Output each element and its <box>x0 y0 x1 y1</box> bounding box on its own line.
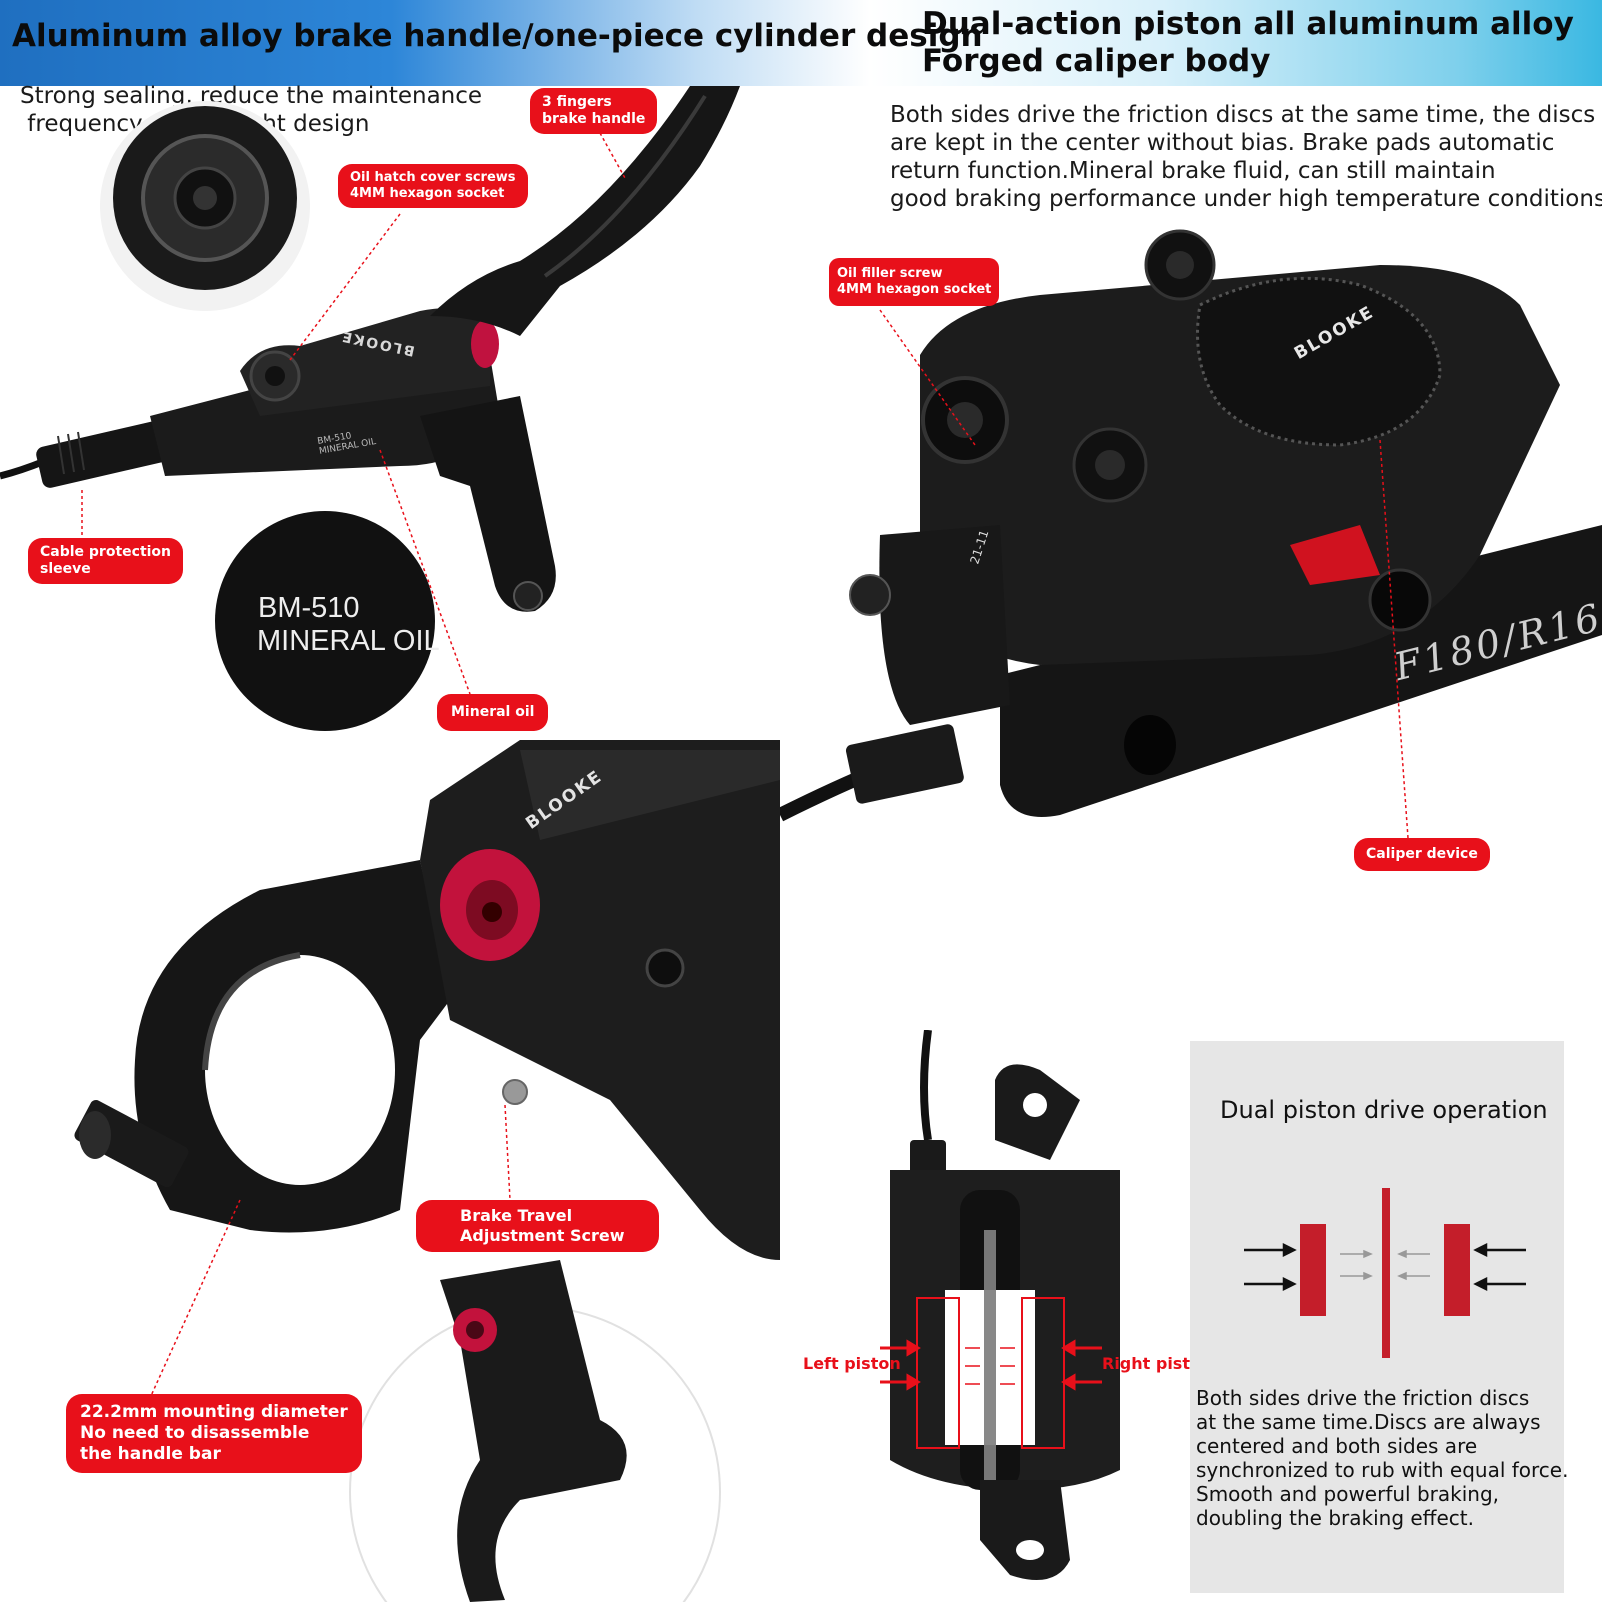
caliper-front-image <box>880 1030 1120 1580</box>
clamp-image <box>74 740 780 1602</box>
zoom-model-text: BM-510 <box>258 592 360 624</box>
panel-text-line-6: doubling the braking effect. <box>1196 1506 1474 1530</box>
oil-filler-tag-line-1: Oil filler screw <box>837 266 943 281</box>
travel-screw-tag: Brake Travel Adjustment Screw <box>416 1200 659 1252</box>
right-title-banner <box>870 0 1602 86</box>
panel-title: Dual piston drive operation <box>1220 1096 1548 1124</box>
brake-disc <box>1382 1188 1390 1358</box>
right-title-line-1: Dual-action piston all aluminum alloy <box>922 6 1574 42</box>
panel-text-line-1: Both sides drive the friction discs <box>1196 1386 1530 1410</box>
caliper-leader-lines <box>879 309 1409 839</box>
travel-screw-tag-line-1: Brake Travel <box>460 1206 573 1225</box>
dual-piston-diagram <box>1244 1188 1526 1358</box>
right-piston-label: Right piston <box>1102 1354 1213 1373</box>
brake-lever-image <box>0 86 740 731</box>
caliper-image <box>780 229 1602 822</box>
left-pad <box>1300 1224 1326 1316</box>
mounting-tag-line-2: No need to disassemble <box>80 1423 310 1443</box>
three-fingers-tag-line-2: brake handle <box>542 111 646 127</box>
three-fingers-tag-line-1: 3 fingers <box>542 94 612 110</box>
cable-sleeve-tag-line-1: Cable protection <box>40 544 172 560</box>
travel-screw-tag-line-2: Adjustment Screw <box>460 1226 625 1245</box>
clamp-leader-lines <box>149 1104 511 1399</box>
panel-text-line-2: at the same time.Discs are always <box>1196 1410 1541 1434</box>
panel-description: Both sides drive the friction discs at t… <box>1196 1386 1568 1530</box>
mineral-oil-tag: Mineral oil <box>437 694 549 731</box>
oil-hatch-tag-line-1: Oil hatch cover screws <box>350 170 516 185</box>
dual-piston-panel <box>1190 1041 1564 1593</box>
left-title-banner <box>0 0 870 86</box>
cable-sleeve-tag: Cable protection sleeve <box>28 538 184 584</box>
zoom-oil-text: MINERAL OIL <box>257 625 440 657</box>
oil-filler-tag-line-2: 4MM hexagon socket <box>837 282 992 297</box>
right-pad <box>1444 1224 1470 1316</box>
caliper-device-tag: Caliper device <box>1354 838 1490 871</box>
right-description: Both sides drive the friction discs at t… <box>890 101 1602 213</box>
mounting-tag-line-1: 22.2mm mounting diameter <box>80 1402 348 1422</box>
zoom-model-label: BM-510 MINERAL OIL <box>257 592 440 658</box>
left-title: Aluminum alloy brake handle/one-piece cy… <box>12 18 983 54</box>
mounting-diameter-tag: 22.2mm mounting diameter No need to disa… <box>66 1394 362 1473</box>
left-piston-label: Left piston <box>803 1354 901 1373</box>
cable-sleeve-tag-line-2: sleeve <box>40 561 91 577</box>
oil-hatch-tag-line-2: 4MM hexagon socket <box>350 186 505 201</box>
three-fingers-tag: 3 fingers brake handle <box>530 88 658 134</box>
left-description-line-1: Strong sealing, reduce the maintenance <box>20 83 483 109</box>
panel-text-line-3: centered and both sides are <box>1196 1434 1478 1458</box>
lever-leader-lines <box>81 132 626 695</box>
panel-text-line-4: synchronized to rub with equal force. <box>1196 1458 1569 1482</box>
right-description-line-3: return function.Mineral brake fluid, can… <box>890 158 1496 184</box>
right-title-line-2: Forged caliper body <box>922 43 1271 79</box>
oil-filler-tag: Oil filler screw 4MM hexagon socket <box>829 258 1000 306</box>
panel-text-line-5: Smooth and powerful braking, <box>1196 1482 1499 1506</box>
right-title: Dual-action piston all aluminum alloy Fo… <box>922 6 1574 80</box>
right-description-line-4: good braking performance under high temp… <box>890 186 1602 212</box>
right-description-line-1: Both sides drive the friction discs at t… <box>890 102 1596 128</box>
right-description-line-2: are kept in the center without bias. Bra… <box>890 130 1555 156</box>
mounting-tag-line-3: the handle bar <box>80 1444 221 1464</box>
oil-hatch-tag: Oil hatch cover screws 4MM hexagon socke… <box>338 164 528 208</box>
